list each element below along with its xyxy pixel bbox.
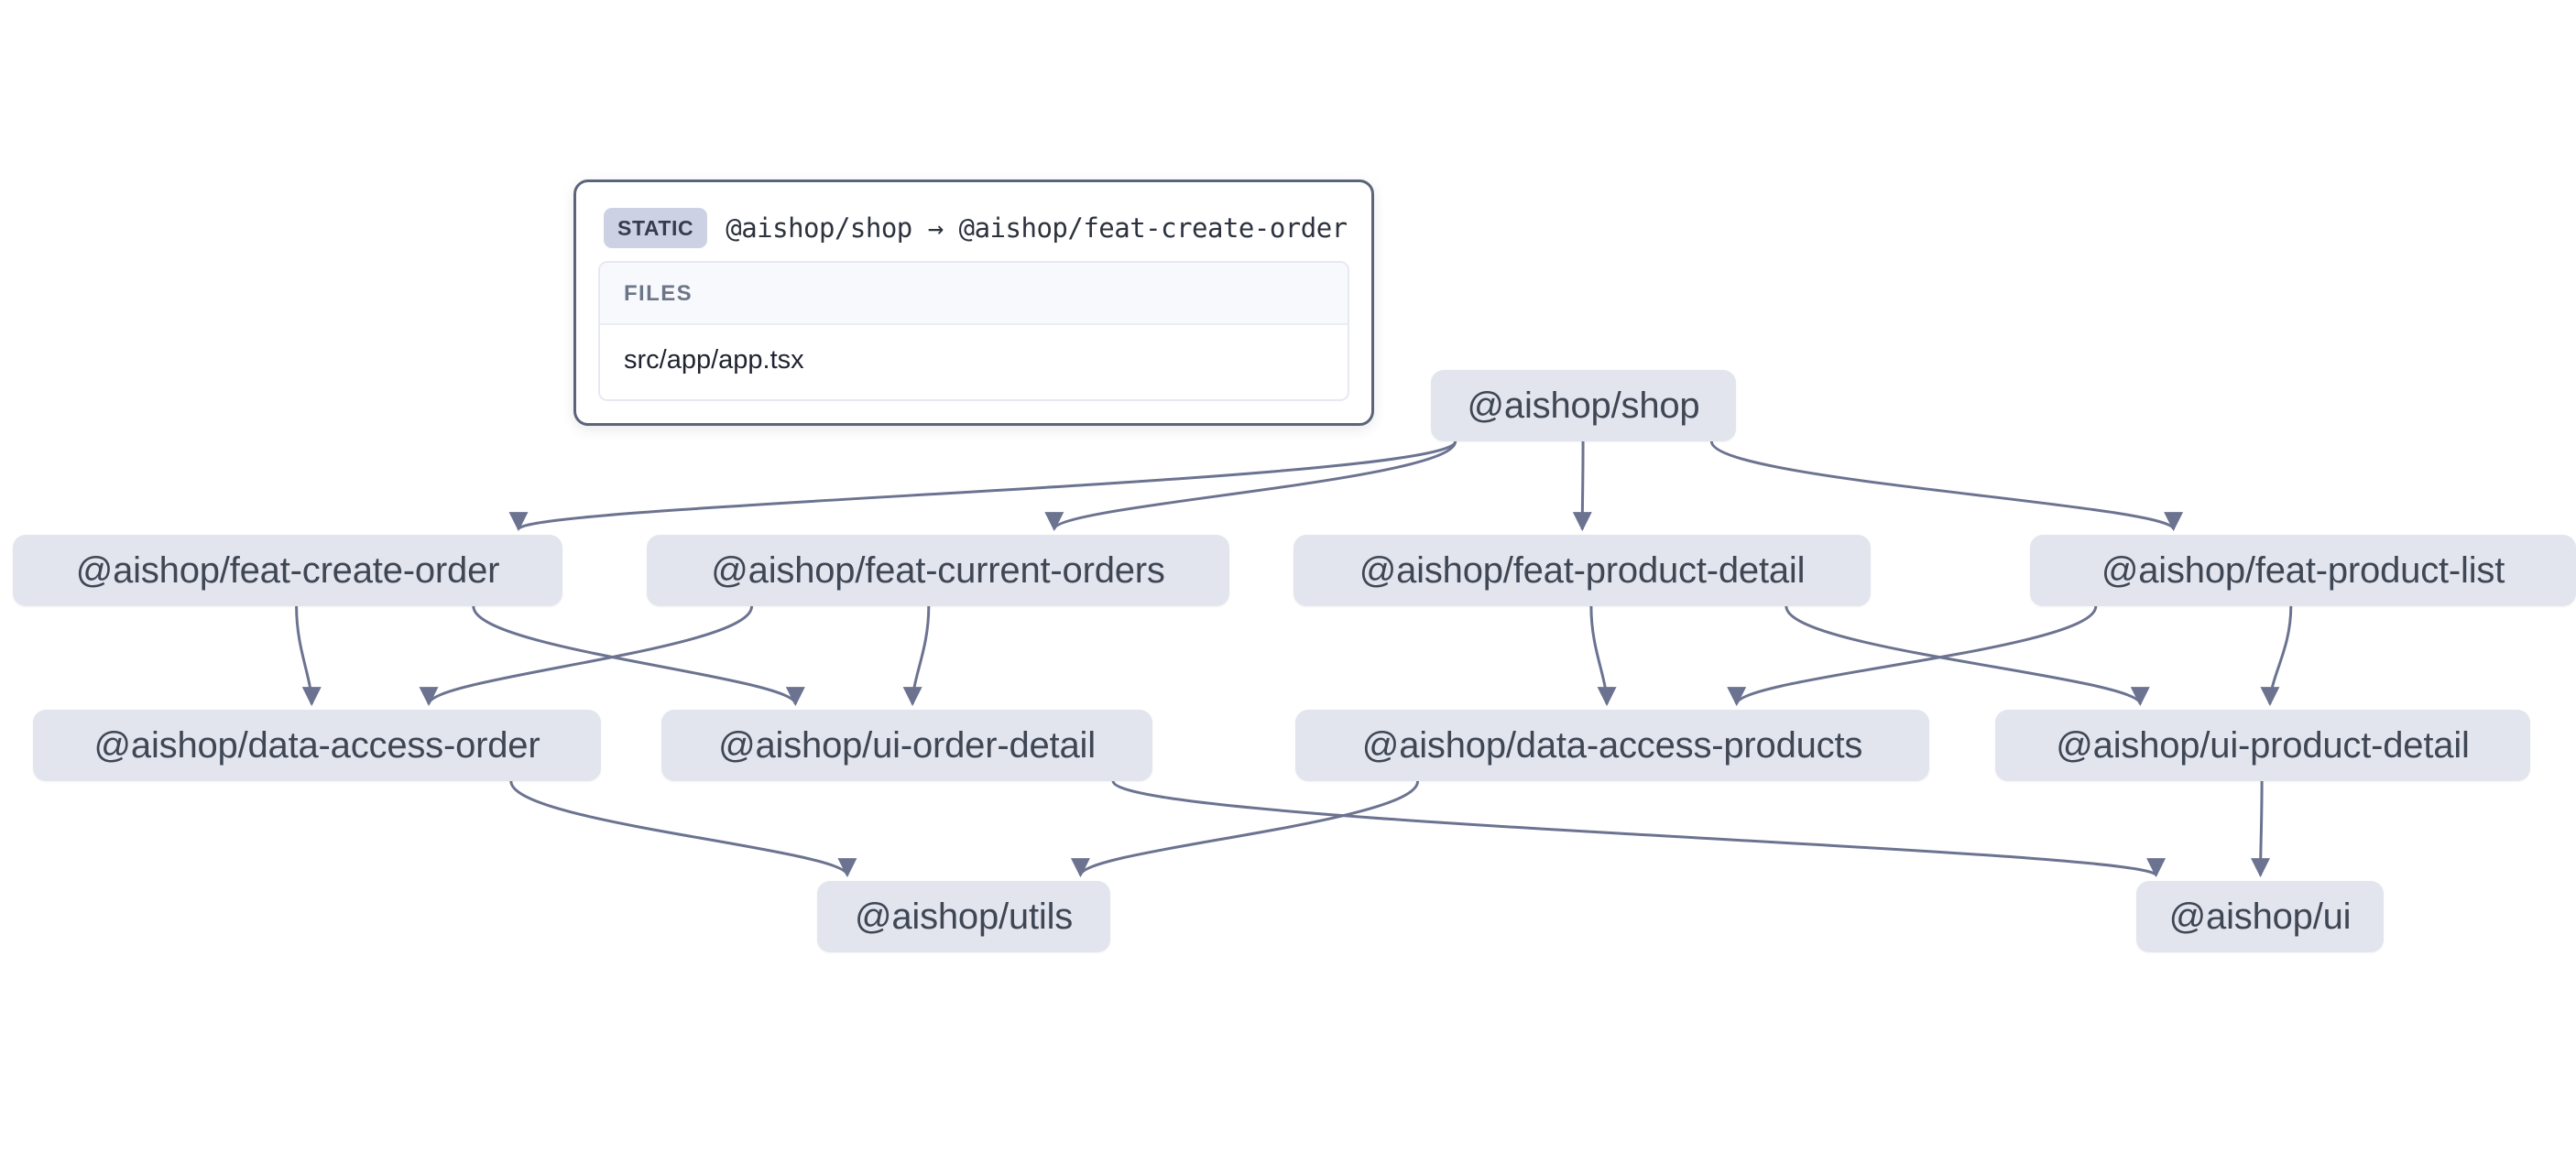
- graph-node-label: @aishop/feat-product-list: [2101, 550, 2505, 591]
- graph-edge-feat-current-orders-to-ui-order-detail[interactable]: [902, 605, 931, 707]
- graph-node-feat-product-detail[interactable]: @aishop/feat-product-detail: [1293, 535, 1871, 606]
- graph-node-label: @aishop/ui-order-detail: [718, 725, 1096, 766]
- graph-node-label: @aishop/feat-current-orders: [711, 550, 1165, 591]
- graph-node-label: @aishop/ui: [2168, 897, 2352, 937]
- edge-detail-tooltip: STATIC @aishop/shop → @aishop/feat-creat…: [573, 179, 1374, 426]
- graph-node-label: @aishop/data-access-order: [93, 725, 540, 766]
- graph-edge-shop-to-feat-product-detail[interactable]: [1572, 440, 1592, 532]
- graph-node-ui[interactable]: @aishop/ui: [2136, 881, 2384, 952]
- graph-edge-feat-product-detail-to-ui-product-detail[interactable]: [1785, 605, 2150, 707]
- graph-node-label: @aishop/utils: [854, 897, 1074, 937]
- graph-node-data-access-products[interactable]: @aishop/data-access-products: [1295, 710, 1929, 781]
- graph-edge-ui-product-detail-to-ui[interactable]: [2251, 780, 2271, 878]
- graph-edge-data-access-order-to-utils[interactable]: [509, 780, 857, 878]
- graph-edge-shop-to-feat-create-order[interactable]: [509, 440, 1457, 532]
- files-panel: FILES src/app/app.tsx: [598, 261, 1349, 401]
- graph-node-label: @aishop/data-access-products: [1361, 725, 1863, 766]
- graph-node-feat-product-list[interactable]: @aishop/feat-product-list: [2030, 535, 2576, 606]
- graph-edge-feat-create-order-to-data-access-order[interactable]: [295, 605, 322, 707]
- tooltip-header: STATIC @aishop/shop → @aishop/feat-creat…: [598, 202, 1349, 261]
- graph-node-shop[interactable]: @aishop/shop: [1431, 370, 1736, 441]
- graph-node-ui-order-detail[interactable]: @aishop/ui-order-detail: [661, 710, 1152, 781]
- graph-node-label: @aishop/feat-create-order: [75, 550, 500, 591]
- graph-edge-feat-create-order-to-ui-order-detail[interactable]: [472, 605, 805, 707]
- files-section-header: FILES: [600, 263, 1348, 325]
- graph-node-feat-current-orders[interactable]: @aishop/feat-current-orders: [647, 535, 1229, 606]
- files-list: src/app/app.tsx: [600, 325, 1348, 399]
- graph-node-utils[interactable]: @aishop/utils: [817, 881, 1110, 952]
- graph-node-label: @aishop/ui-product-detail: [2056, 725, 2470, 766]
- graph-node-data-access-order[interactable]: @aishop/data-access-order: [33, 710, 601, 781]
- graph-edge-feat-product-list-to-data-access-products[interactable]: [1727, 605, 2098, 707]
- dependency-type-badge: STATIC: [604, 208, 708, 248]
- graph-node-label: @aishop/shop: [1467, 386, 1700, 426]
- graph-edge-ui-order-detail-to-ui[interactable]: [1111, 780, 2166, 878]
- graph-node-label: @aishop/feat-product-detail: [1359, 550, 1806, 591]
- graph-edge-data-access-products-to-utils[interactable]: [1071, 780, 1420, 878]
- graph-edge-feat-product-detail-to-data-access-products[interactable]: [1589, 605, 1617, 707]
- graph-edge-shop-to-feat-product-list[interactable]: [1709, 440, 2183, 532]
- graph-edge-feat-product-list-to-ui-product-detail[interactable]: [2260, 605, 2293, 707]
- graph-edge-feat-current-orders-to-data-access-order[interactable]: [419, 605, 754, 707]
- graph-node-feat-create-order[interactable]: @aishop/feat-create-order: [13, 535, 562, 606]
- graph-edge-shop-to-feat-current-orders[interactable]: [1044, 440, 1457, 532]
- graph-node-ui-product-detail[interactable]: @aishop/ui-product-detail: [1995, 710, 2530, 781]
- dependency-title: @aishop/shop → @aishop/feat-create-order: [726, 212, 1348, 244]
- file-row[interactable]: src/app/app.tsx: [600, 325, 1348, 399]
